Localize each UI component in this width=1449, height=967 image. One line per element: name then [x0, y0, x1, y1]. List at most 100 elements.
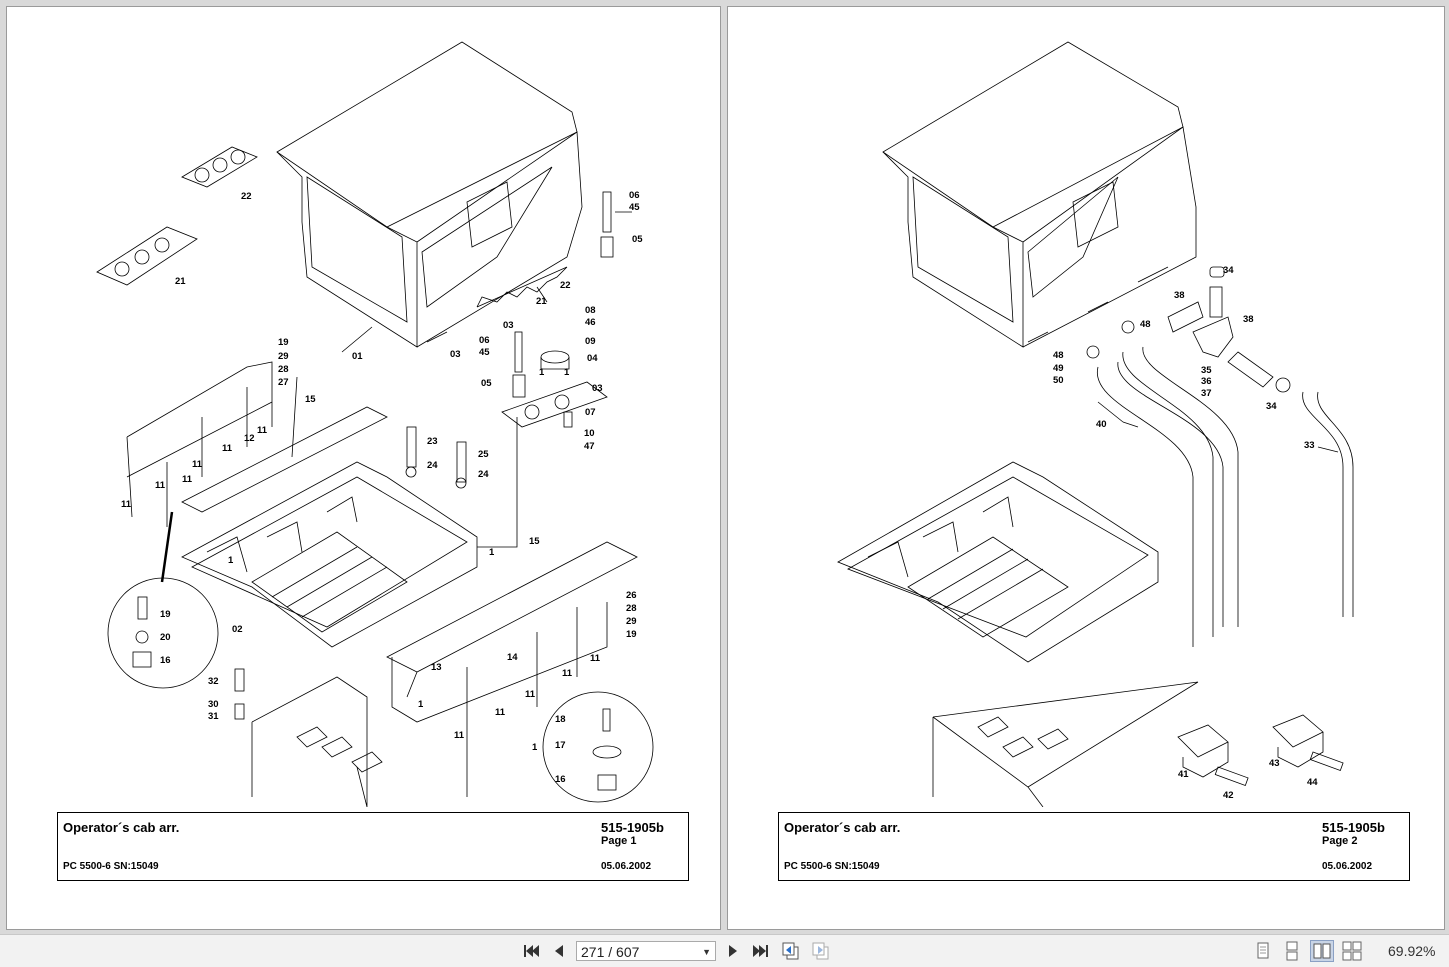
page-number-input[interactable]: 271 / 607 ▼ — [576, 941, 716, 961]
callout: 17 — [555, 740, 566, 751]
callout: 38 — [1243, 314, 1254, 325]
callout: 19 — [278, 337, 289, 348]
drawing-number: 515-1905b — [1322, 820, 1385, 835]
callout: 45 — [479, 347, 490, 358]
callout: 34 — [1223, 265, 1234, 276]
callout: 41 — [1178, 769, 1189, 780]
callout: 36 — [1201, 376, 1212, 387]
callout: 11 — [590, 653, 601, 664]
callout: 11 — [257, 425, 268, 436]
next-view-icon[interactable] — [810, 941, 832, 961]
drawing-date: 05.06.2002 — [601, 861, 652, 872]
chevron-down-icon[interactable]: ▼ — [702, 947, 711, 957]
previous-view-icon[interactable] — [780, 941, 802, 961]
callout: 01 — [352, 351, 363, 362]
callout: 08 — [585, 305, 596, 316]
continuous-facing-view-icon[interactable] — [1340, 940, 1364, 962]
callout: 43 — [1269, 758, 1280, 769]
callout: 27 — [278, 377, 289, 388]
callout: 1 — [532, 742, 538, 753]
callout: 1 — [228, 555, 234, 566]
machine-model: PC 5500-6 SN:15049 — [63, 861, 159, 872]
last-page-icon[interactable] — [750, 941, 772, 961]
callout: 22 — [241, 191, 252, 202]
callout: 24 — [478, 469, 489, 480]
callout: 11 — [562, 668, 573, 679]
page-number-value: 271 / 607 — [581, 944, 640, 960]
callout: 28 — [278, 364, 289, 375]
callout: 12 — [244, 433, 255, 444]
callout: 44 — [1307, 777, 1318, 788]
callout: 13 — [431, 662, 442, 673]
callout: 45 — [629, 202, 640, 213]
callout: 07 — [585, 407, 596, 418]
callout: 11 — [155, 480, 166, 491]
callout: 06 — [479, 335, 490, 346]
callout: 1 — [489, 547, 495, 558]
callout: 50 — [1053, 375, 1064, 386]
callout: 05 — [632, 234, 643, 245]
first-page-icon[interactable] — [520, 941, 542, 961]
callout: 20 — [160, 632, 171, 643]
callout: 1 — [564, 367, 570, 378]
prev-page-icon[interactable] — [548, 941, 570, 961]
callout: 22 — [560, 280, 571, 291]
exploded-drawing-cab — [96, 41, 654, 807]
callout: 03 — [503, 320, 514, 331]
callout: 28 — [626, 603, 637, 614]
callout: 19 — [160, 609, 171, 620]
viewer-toolbar: 271 / 607 ▼ 69.92% — [0, 934, 1449, 967]
callout: 03 — [592, 383, 603, 394]
callout: 35 — [1201, 365, 1212, 376]
callout: 02 — [232, 624, 243, 635]
callout: 40 — [1096, 419, 1107, 430]
title-block-page-2: Operator´s cab arr. 515-1905b Page 2 PC … — [778, 812, 1410, 881]
callout: 05 — [481, 378, 492, 389]
callout: 48 — [1140, 319, 1151, 330]
callout: 1 — [418, 699, 424, 710]
callout: 11 — [222, 443, 233, 454]
callout: 21 — [536, 296, 547, 307]
document-page-1: 22 21 01 03 06 45 05 08 46 09 04 03 06 4… — [6, 6, 721, 930]
callout: 23 — [427, 436, 438, 447]
callout: 24 — [427, 460, 438, 471]
callout: 37 — [1201, 388, 1212, 399]
callout: 21 — [175, 276, 186, 287]
callout: 29 — [278, 351, 289, 362]
callout: 10 — [584, 428, 595, 439]
callout: 48 — [1053, 350, 1064, 361]
next-page-icon[interactable] — [722, 941, 744, 961]
callout: 31 — [208, 711, 219, 722]
callout: 33 — [1304, 440, 1315, 451]
callout: 11 — [454, 730, 465, 741]
callout: 11 — [182, 474, 193, 485]
drawing-page-label: Page 1 — [601, 835, 637, 847]
callout: 47 — [584, 441, 595, 452]
callout: 49 — [1053, 363, 1064, 374]
drawing-number: 515-1905b — [601, 820, 664, 835]
callout: 1 — [539, 367, 545, 378]
callout: 30 — [208, 699, 219, 710]
facing-view-icon[interactable] — [1310, 940, 1334, 962]
callout: 29 — [626, 616, 637, 627]
callout: 42 — [1223, 790, 1234, 801]
callout: 32 — [208, 676, 219, 687]
callout: 04 — [587, 353, 598, 364]
callout: 09 — [585, 336, 596, 347]
continuous-view-icon[interactable] — [1280, 940, 1304, 962]
callout: 11 — [525, 689, 536, 700]
callout: 16 — [160, 655, 171, 666]
callout: 46 — [585, 317, 596, 328]
document-page-2: 34 38 38 48 48 49 50 35 36 37 34 40 33 4… — [727, 6, 1445, 930]
callout: 18 — [555, 714, 566, 725]
single-page-view-icon[interactable] — [1251, 940, 1275, 962]
drawing-title: Operator´s cab arr. — [63, 820, 180, 835]
callout: 03 — [450, 349, 461, 360]
drawing-title: Operator´s cab arr. — [784, 820, 901, 835]
callout-labels-page-2: 34 38 38 48 48 49 50 35 36 37 34 40 33 4… — [1053, 265, 1318, 801]
callout: 11 — [121, 499, 132, 510]
callout: 16 — [555, 774, 566, 785]
zoom-level[interactable]: 69.92% — [1388, 943, 1436, 959]
drawing-page-label: Page 2 — [1322, 835, 1358, 847]
title-block-page-1: Operator´s cab arr. 515-1905b Page 1 PC … — [57, 812, 689, 881]
